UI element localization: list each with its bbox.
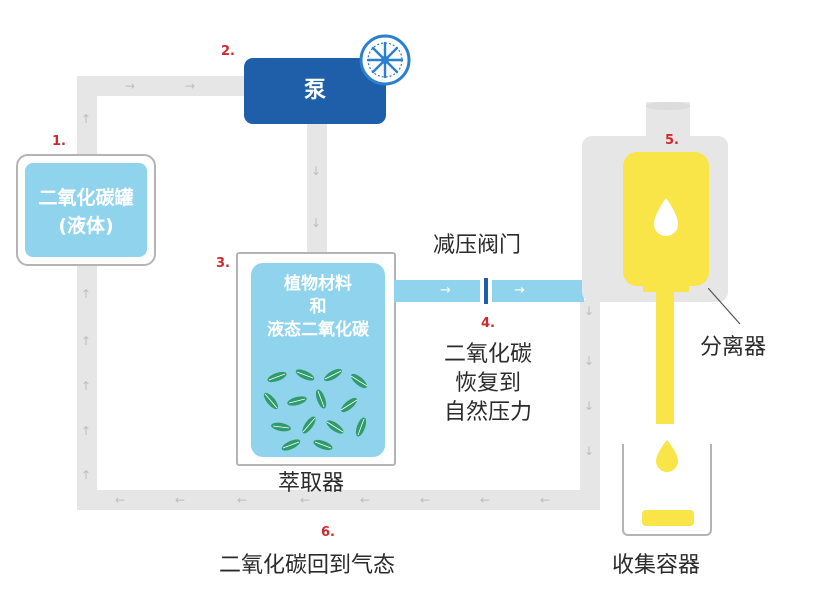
co2-tank: 二氧化碳罐 (液体)	[16, 154, 156, 266]
flow-arrow-right: →	[514, 283, 525, 298]
separator-neck	[643, 282, 689, 292]
co2-tank-liquid: 二氧化碳罐 (液体)	[25, 163, 147, 257]
flow-arrow-up: ↑	[81, 468, 92, 482]
extractor-line-3: 液态二氧化碳	[267, 320, 369, 340]
flow-arrow-down: ↓	[311, 216, 322, 230]
valve-label: 减压阀门	[433, 233, 522, 258]
droplet-icon	[654, 198, 678, 236]
flow-arrow-up: ↑	[81, 112, 92, 126]
collector-label: 收集容器	[612, 553, 701, 578]
step-number-4: 4.	[481, 316, 495, 331]
flow-arrow-down: ↓	[584, 304, 595, 318]
step-number-1: 1.	[52, 134, 66, 149]
flow-arrow-right: →	[440, 283, 451, 298]
step-number-6: 6.	[321, 525, 335, 540]
extractor: 植物材料 和 液态二氧化碳	[236, 252, 396, 466]
extractor-liquid: 植物材料 和 液态二氧化碳	[251, 263, 385, 457]
flow-arrow-down: ↓	[584, 444, 595, 458]
step-number-2: 2.	[221, 44, 235, 59]
flow-arrow-left: ←	[237, 493, 248, 507]
return-label: 二氧化碳回到气态	[219, 553, 396, 578]
flow-arrow-left: ←	[360, 493, 371, 507]
pipe-top	[77, 76, 245, 96]
co2-tank-label-line1: 二氧化碳罐	[38, 187, 134, 209]
valve-note-line-3: 自然压力	[443, 400, 532, 425]
separator-cap	[646, 102, 690, 138]
co2-tank-label-line2: (液体)	[58, 215, 114, 237]
pipe-bottom	[77, 490, 600, 510]
flow-arrow-up: ↑	[81, 379, 92, 393]
extractor-label: 萃取器	[278, 471, 345, 496]
flow-arrow-left: ←	[115, 493, 126, 507]
drip-stream	[656, 290, 674, 424]
flow-arrow-down: ↓	[311, 164, 322, 178]
valve-note-line-1: 二氧化碳	[443, 342, 532, 367]
pipe-right	[580, 300, 600, 510]
collected-extract	[642, 510, 694, 526]
separator-leader-line	[707, 287, 746, 328]
valve-note-line-2: 恢复到	[454, 371, 521, 396]
collection-container	[622, 444, 712, 536]
flow-arrow-down: ↓	[584, 354, 595, 368]
separator-label: 分离器	[700, 335, 767, 360]
flow-arrow-up: ↑	[81, 334, 92, 348]
flow-arrow-up: ↑	[81, 424, 92, 438]
flow-arrow-right: →	[125, 79, 136, 93]
flow-arrow-up: ↑	[81, 287, 92, 301]
valve-note: 二氧化碳 恢复到 自然压力	[433, 340, 543, 427]
pump-label: 泵	[303, 78, 326, 103]
step-number-3: 3.	[216, 256, 230, 271]
flow-arrow-left: ←	[540, 493, 551, 507]
flow-arrow-left: ←	[420, 493, 431, 507]
pipe-pump-down	[307, 122, 327, 254]
step-number-5: 5.	[665, 133, 679, 148]
flow-arrow-down: ↓	[584, 399, 595, 413]
valve-icon	[480, 276, 492, 306]
flow-arrow-left: ←	[175, 493, 186, 507]
extractor-line-1: 植物材料	[284, 274, 352, 294]
leaves-icon	[263, 368, 368, 451]
fan-icon	[359, 34, 411, 86]
extractor-line-2: 和	[309, 297, 327, 317]
flow-arrow-right: →	[185, 79, 196, 93]
drip-drop	[656, 440, 678, 472]
extractor-inner-text: 植物材料 和 液态二氧化碳	[251, 273, 385, 342]
flow-arrow-left: ←	[300, 493, 311, 507]
flow-arrow-left: ←	[480, 493, 491, 507]
